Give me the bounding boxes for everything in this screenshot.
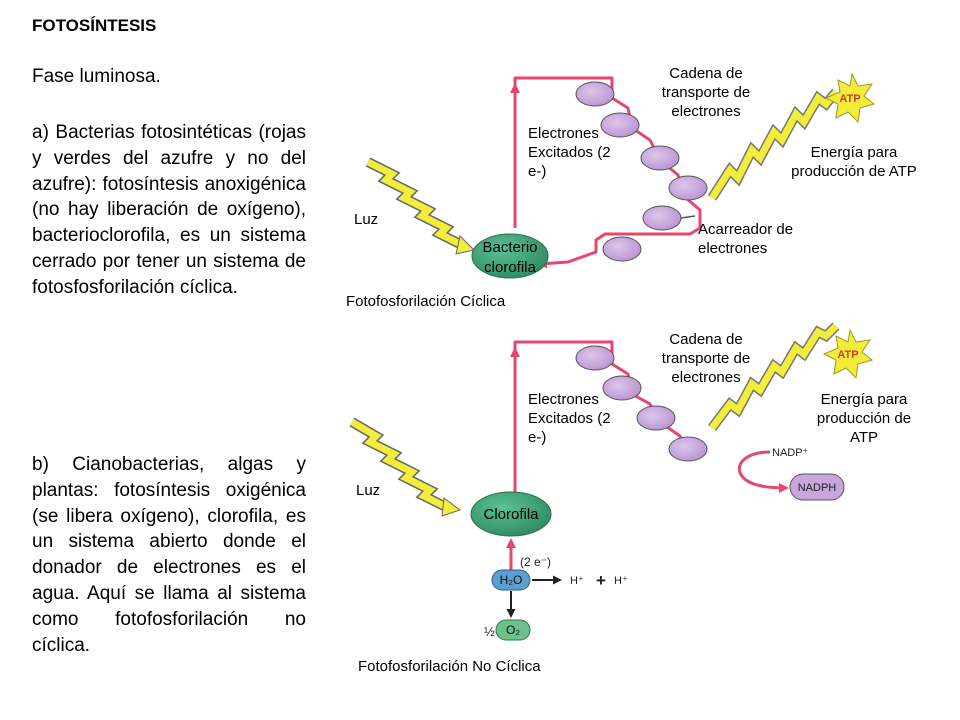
reaction-center-label: Clorofila (483, 506, 539, 523)
noncyclic-diagram: ATP NADP⁺ NADPH (2 e⁻) H₂O H⁺ + H⁺ ½ O₂ (349, 322, 874, 641)
energy-label: Energía para producción de ATP (791, 144, 917, 180)
two-electrons-label: (2 e⁻) (520, 555, 551, 569)
light-bolt-tip (441, 497, 462, 517)
excited-electrons-label: Electrones Excitados (2 e-) (528, 391, 611, 446)
atp-burst (824, 72, 876, 124)
proton-label: H⁺ (614, 575, 628, 587)
light-bolt (350, 418, 446, 510)
chain-label: Cadena de transporte de electrones (661, 65, 751, 120)
page-title: FOTOSÍNTESIS (32, 16, 157, 35)
electron-carrier (668, 436, 708, 462)
oxygen-molecule (495, 619, 531, 641)
cyclic-diagram: ATP (365, 72, 876, 279)
light-label: Luz (354, 211, 379, 228)
proton-label: H⁺ (570, 575, 584, 587)
chain-label: Cadena de transporte de electrones (661, 331, 751, 386)
diagram-caption: Fotofosforilación No Cíclica (358, 658, 541, 675)
light-label: Luz (356, 482, 381, 499)
atp-label: ATP (837, 349, 858, 361)
energy-label: Energía para producción de ATP (816, 391, 912, 446)
light-bolt-tip (455, 235, 475, 255)
carrier-label: Acarreador de electrones (698, 221, 794, 257)
half-label: ½ (484, 624, 495, 639)
electron-carrier (668, 175, 708, 201)
electron-carrier (602, 375, 642, 401)
electron-carrier (636, 405, 676, 431)
electron-carrier (602, 236, 642, 262)
excited-electrons-label: Electrones Excitados (2 e-) (528, 125, 611, 180)
energy-bolt (709, 323, 839, 431)
reaction-center (471, 233, 549, 279)
energy-bolt (709, 89, 839, 200)
paragraph-b: b) Cianobacterias, algas y plantas: foto… (32, 454, 306, 656)
electron-carrier (600, 112, 640, 138)
water-label: H₂O (500, 573, 523, 587)
paragraph-a: a) Bacterias fotosintéticas (rojas y ver… (32, 122, 306, 298)
plus-sign: + (596, 571, 606, 590)
reaction-center-label: Bacterio clorofila (482, 239, 538, 276)
nadph-box (789, 473, 845, 501)
diagram-caption: Fotofosforilación Cíclica (346, 293, 506, 310)
reaction-center (470, 491, 552, 537)
water-molecule (491, 569, 531, 591)
electron-carrier (575, 345, 615, 371)
carrier-pointer (680, 215, 696, 219)
section-subtitle: Fase luminosa. (32, 66, 161, 87)
electron-carrier (642, 205, 682, 231)
atp-label: ATP (839, 93, 860, 105)
electron-carrier (640, 145, 680, 171)
oxygen-label: O₂ (506, 623, 520, 637)
nadp-reduction-arrow (737, 450, 789, 493)
nadph-label: NADPH (798, 482, 837, 494)
electron-carrier (575, 81, 615, 107)
atp-burst (822, 328, 874, 380)
light-bolt (366, 158, 462, 248)
nadp-label: NADP⁺ (772, 447, 809, 459)
